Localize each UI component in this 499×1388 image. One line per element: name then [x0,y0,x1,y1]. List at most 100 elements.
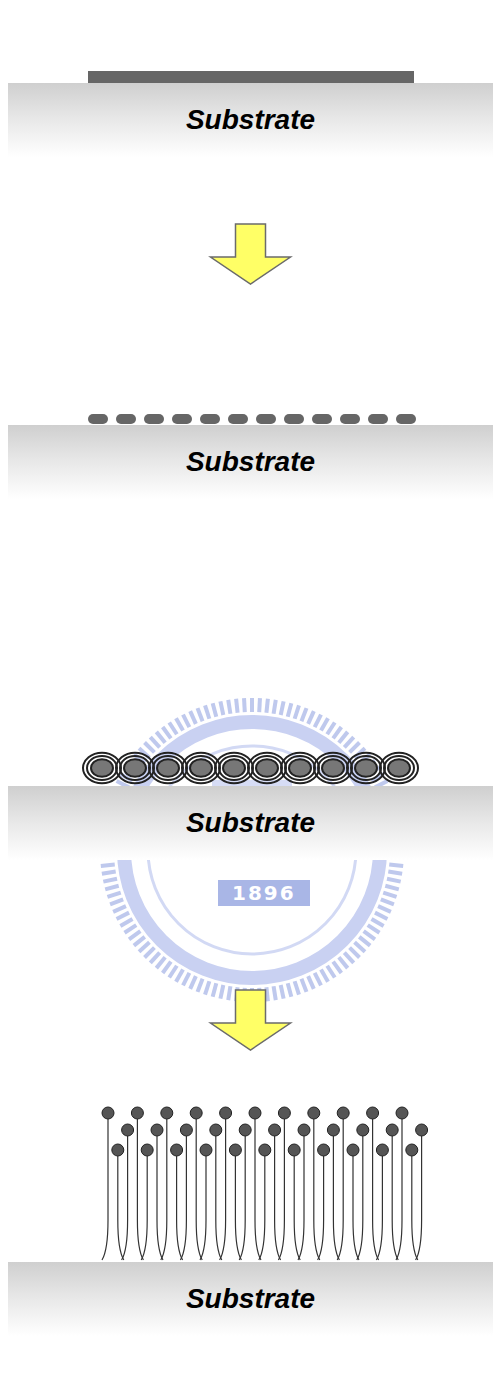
logo-tick [355,942,365,951]
molecule-head [180,1124,192,1136]
molecule-tail [200,1156,206,1260]
ring-molecule [219,756,249,780]
logo-tick [176,718,183,730]
substrate-band: Substrate [8,1262,493,1336]
logo-tick [344,737,353,747]
logo-tick [383,893,396,897]
molecule-tail [373,1119,379,1260]
logo-tick [295,981,299,994]
ring-molecule [355,759,377,777]
process-arrow [211,990,291,1050]
molecule-head [131,1107,143,1119]
molecule-head [122,1124,134,1136]
molecule-tail [239,1136,245,1260]
logo-tick [103,879,117,882]
logo-tick [266,987,267,1001]
ring-molecule [124,759,146,777]
film-fragment [340,414,360,424]
ring-molecule [153,756,183,780]
ring-molecule [289,759,311,777]
molecule-tail [278,1119,284,1260]
process-arrow [211,224,291,284]
logo-tick [308,976,314,989]
molecule-tail [376,1156,382,1260]
molecule-tail [102,1119,108,1260]
ring-layer [83,753,418,783]
logo-tick [134,937,145,946]
molecule-head [269,1124,281,1136]
logo-tick [125,925,137,933]
molecule-tail [216,1136,222,1260]
ring-molecule [87,756,117,780]
molecule-head [288,1144,300,1156]
logo-tick [288,703,292,717]
molecule-head [239,1124,251,1136]
ring-molecule [380,753,418,783]
logo-tick [120,919,132,926]
logo-tick [288,983,292,997]
molecule-head [259,1144,271,1156]
logo-tick [378,906,391,912]
ring-molecule [91,759,113,777]
molecule-head [318,1144,330,1156]
molecule-tail [161,1119,167,1260]
logo-tick [281,701,284,715]
logo-tick [183,973,189,985]
molecule-head [308,1107,320,1119]
logo-tick [339,957,348,968]
logo-tick [198,979,203,992]
film-fragment [284,414,304,424]
logo-tick [350,743,360,753]
logo-tick [257,698,262,712]
logo-tick [107,893,120,897]
ring-molecule [322,759,344,777]
logo-tick [295,705,299,718]
molecule-tail [259,1156,265,1260]
logo-tick [368,925,380,933]
molecule-head [406,1144,418,1156]
molecule-tail [235,1156,241,1260]
molecule-tail [220,1119,226,1260]
molecule-tail [275,1136,281,1260]
ring-molecule [252,756,282,780]
logo-tick [333,962,341,973]
substrate-label: Substrate [186,808,315,839]
logo-tick [385,886,399,890]
molecule-head [347,1144,359,1156]
molecule-tail [318,1156,324,1260]
logo-tick [110,899,123,904]
molecule-head [416,1124,428,1136]
molecule-tail [157,1136,163,1260]
molecule-head [161,1107,173,1119]
ring-molecule [318,756,348,780]
logo-tick [156,732,165,743]
molecule-tail [118,1156,124,1260]
logo-tick [308,711,314,724]
watermark-text: 1896 [218,880,310,906]
logo-tick [274,700,276,714]
logo-tick [344,953,353,963]
logo-tick [228,700,230,714]
molecule-head [190,1107,202,1119]
logo-tick [228,986,230,1000]
film-fragment [172,414,192,424]
molecule-tail [137,1119,143,1260]
molecule-tail [141,1156,147,1260]
molecule-head [327,1124,339,1136]
molecule-head [337,1107,349,1119]
thin-film [88,71,414,83]
molecule-head [220,1107,232,1119]
logo-tick [388,872,402,874]
ring-molecule [223,759,245,777]
molecule-head [278,1107,290,1119]
molecule-tail [337,1119,343,1260]
logo-tick [176,970,183,982]
molecule-tail [396,1119,402,1260]
logo-tick [250,698,254,712]
logo-tick [101,864,115,865]
logo-tick [205,705,209,718]
logo-tick [129,931,140,939]
